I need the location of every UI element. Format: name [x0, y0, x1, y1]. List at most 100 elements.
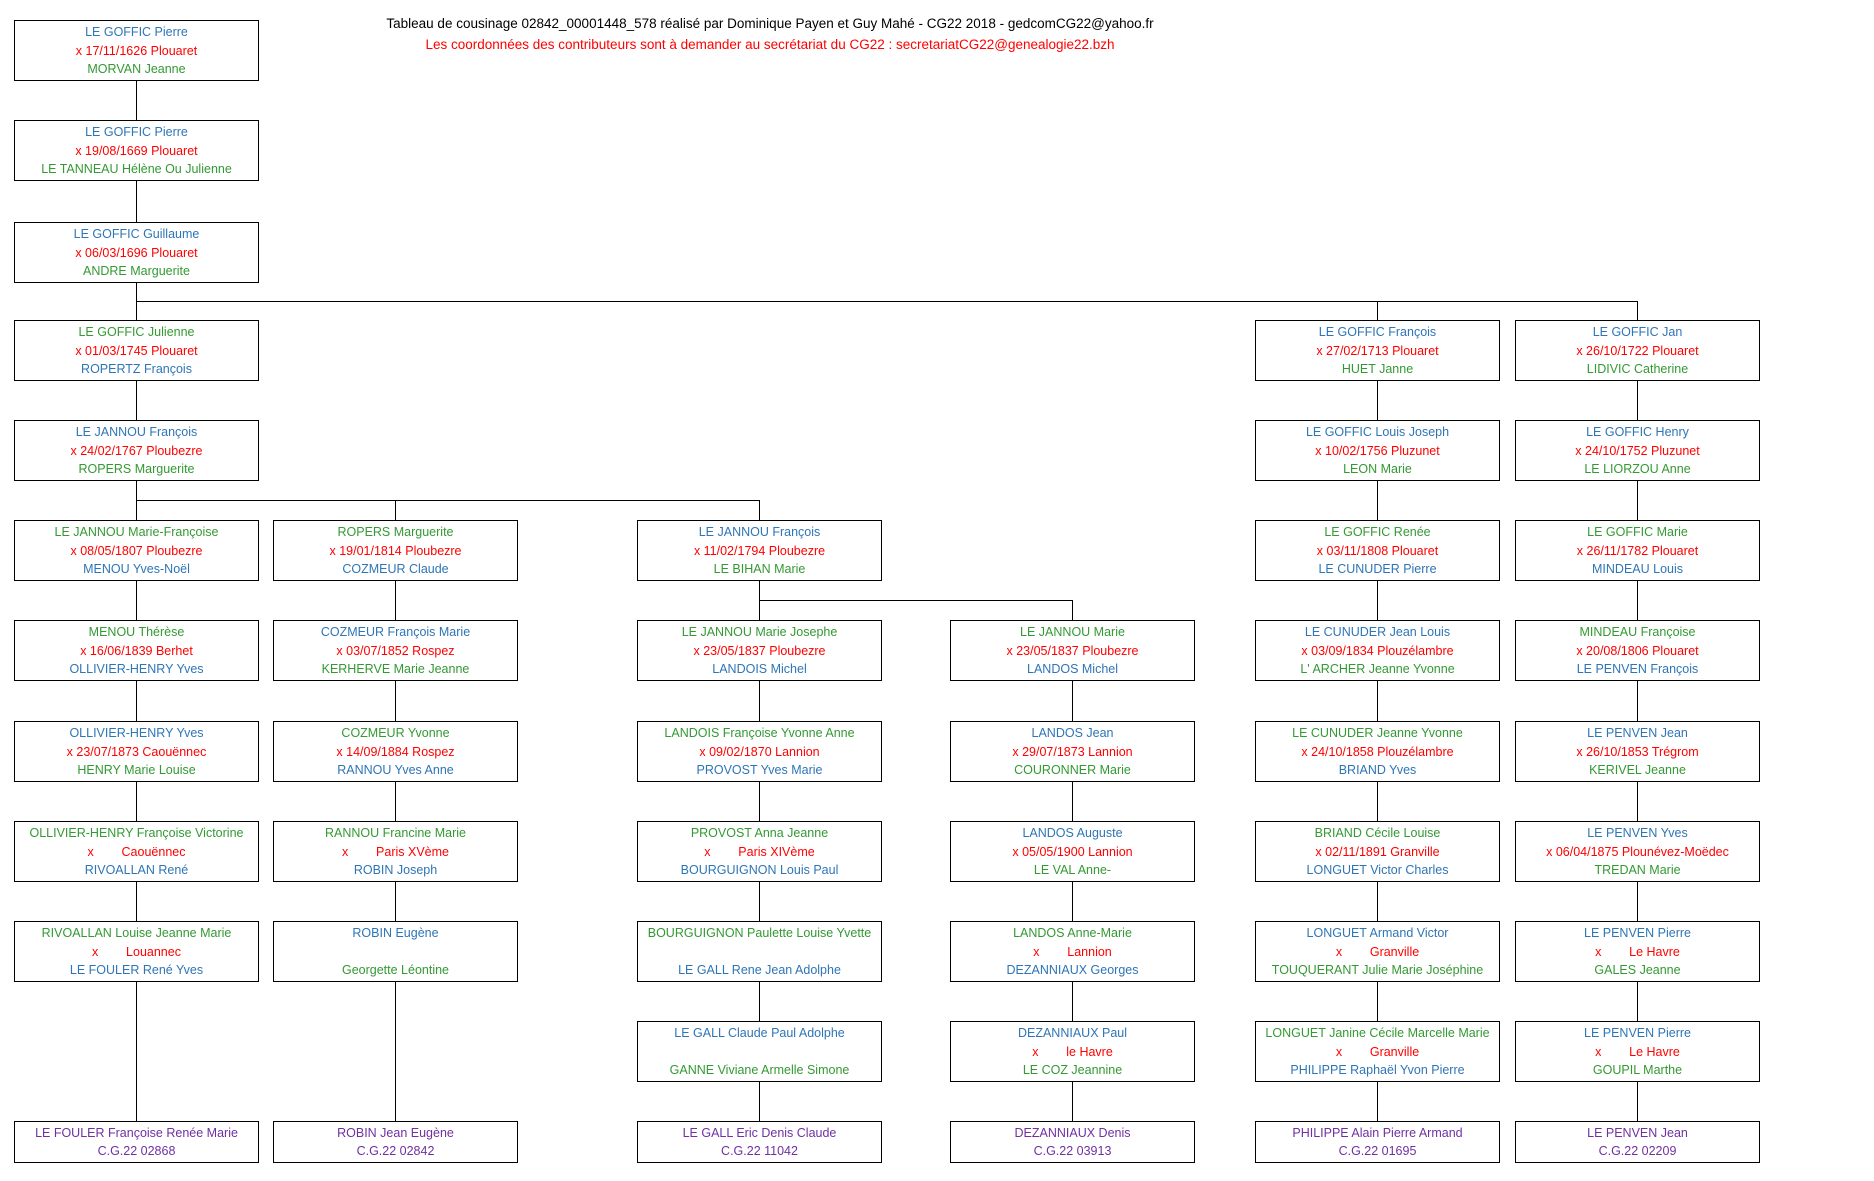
- person-name: LE GOFFIC Guillaume: [73, 226, 200, 241]
- connector-line: [135, 300, 1639, 303]
- contact-note: Les coordonnées des contributeurs sont à…: [425, 37, 1115, 52]
- spouse-name: LANDOIS Michel: [712, 662, 807, 677]
- person-name: LONGUET Janine Cécile Marcelle Marie: [1265, 1025, 1490, 1040]
- marriage-info: x 23/05/1837 Ploubezre: [1006, 643, 1139, 658]
- person-name: LE PENVEN Jean: [1587, 1125, 1688, 1140]
- person-name: LE GOFFIC Marie: [1587, 524, 1688, 539]
- marriage-info: x 29/07/1873 Lannion: [1012, 744, 1133, 759]
- connector-line: [1636, 782, 1639, 821]
- spouse-name: LE VAL Anne-: [1033, 863, 1112, 878]
- connector-line: [1071, 1082, 1074, 1121]
- connector-line: [758, 982, 761, 1021]
- connector-line: [1376, 381, 1379, 420]
- person-name: LONGUET Armand Victor: [1306, 925, 1449, 940]
- marriage-info: x 26/10/1722 Plouaret: [1576, 343, 1699, 358]
- connector-line: [1071, 882, 1074, 921]
- spouse-name: MORVAN Jeanne: [87, 62, 186, 77]
- connector-line: [1636, 481, 1639, 520]
- connector-line: [1376, 581, 1379, 620]
- marriage-info: x 11/02/1794 Ploubezre: [693, 543, 826, 558]
- spouse-name: LE TANNEAU Hélène Ou Julienne: [41, 162, 232, 177]
- connector-line: [394, 982, 397, 1121]
- marriage-info: [276, 943, 515, 961]
- connector-line: [135, 181, 138, 222]
- connector-line: [1071, 782, 1074, 821]
- spouse-name: LE FOULER René Yves: [69, 963, 204, 978]
- spouse-name: OLLIVIER-HENRY Yves: [69, 662, 204, 677]
- connector-line: [758, 782, 761, 821]
- connector-line: [758, 599, 1074, 602]
- spouse-name: ANDRE Marguerite: [83, 264, 190, 279]
- spouse-name: ROPERTZ François: [81, 362, 192, 377]
- connector-line: [1376, 882, 1379, 921]
- spouse-name: ROBIN Joseph: [353, 863, 438, 878]
- spouse-name: TREDAN Marie: [1594, 863, 1681, 878]
- person-name: COZMEUR François Marie: [320, 624, 471, 639]
- person-name: LE PENVEN Pierre: [1584, 925, 1691, 940]
- person-name: DEZANNIAUX Denis: [1014, 1125, 1131, 1140]
- connector-line: [1376, 782, 1379, 821]
- person-box-r8c5: LE CUNUDER Jeanne Yvonne x 24/10/1858 Plo…: [1255, 721, 1500, 782]
- connector-line: [394, 500, 397, 520]
- marriage-info: x 24/10/1858 Plouzélambre: [1301, 744, 1454, 759]
- person-name: RANNOU Francine Marie: [324, 825, 466, 840]
- spouse-name: GANNE Viviane Armelle Simone: [669, 1063, 850, 1078]
- person-name: OLLIVIER-HENRY Yves: [69, 725, 204, 740]
- connector-line: [1636, 301, 1639, 320]
- spouse-name: RIVOALLAN René: [84, 863, 189, 878]
- person-name: BRIAND Cécile Louise: [1314, 825, 1441, 840]
- spouse-name: HENRY Marie Louise: [77, 763, 196, 778]
- marriage-info: x 05/05/1900 Lannion: [1012, 844, 1133, 859]
- person-name: LE GOFFIC Pierre: [85, 24, 188, 39]
- marriage-info: [640, 1043, 879, 1061]
- spouse-name: LE BIHAN Marie: [713, 562, 806, 577]
- marriage-info: x 02/11/1891 Granville: [1315, 844, 1440, 859]
- person-name: LE PENVEN Yves: [1587, 825, 1688, 840]
- spouse-name: KERIVEL Jeanne: [1589, 763, 1686, 778]
- person-name: PROVOST Anna Jeanne: [690, 825, 829, 840]
- connector-line: [394, 882, 397, 921]
- person-name: LE JANNOU Marie-Françoise: [54, 524, 219, 539]
- marriage-info: x 10/02/1756 Pluzunet: [1315, 443, 1440, 458]
- person-name: LE GOFFIC Henry: [1586, 424, 1689, 439]
- person-name: LE CUNUDER Jeanne Yvonne: [1292, 725, 1463, 740]
- spouse-name: MINDEAU Louis: [1592, 562, 1683, 577]
- spouse-name: KERHERVE Marie Jeanne: [321, 662, 470, 677]
- marriage-info: x 01/03/1745 Plouaret: [75, 343, 198, 358]
- connector-line: [135, 982, 138, 1121]
- connector-line: [135, 500, 138, 520]
- marriage-info: x 23/07/1873 Caouënnec: [66, 744, 207, 759]
- person-box-r8c1: OLLIVIER-HENRY Yves x 23/07/1873 Caouënne…: [14, 721, 259, 782]
- marriage-info: x 06/03/1696 Plouaret: [75, 245, 198, 260]
- cg-number: C.G.22 02842: [356, 1144, 435, 1159]
- person-name: ROBIN Jean Eugène: [337, 1125, 454, 1140]
- marriage-info: x Le Havre: [1595, 944, 1680, 959]
- person-name: OLLIVIER-HENRY Françoise Victorine: [29, 825, 244, 840]
- spouse-name: COURONNER Marie: [1014, 763, 1131, 778]
- spouse-name: LIDIVIC Catherine: [1586, 362, 1689, 377]
- spouse-name: ROPERS Marguerite: [78, 462, 195, 477]
- person-name: LE GOFFIC François: [1318, 324, 1437, 339]
- connector-line: [758, 500, 761, 520]
